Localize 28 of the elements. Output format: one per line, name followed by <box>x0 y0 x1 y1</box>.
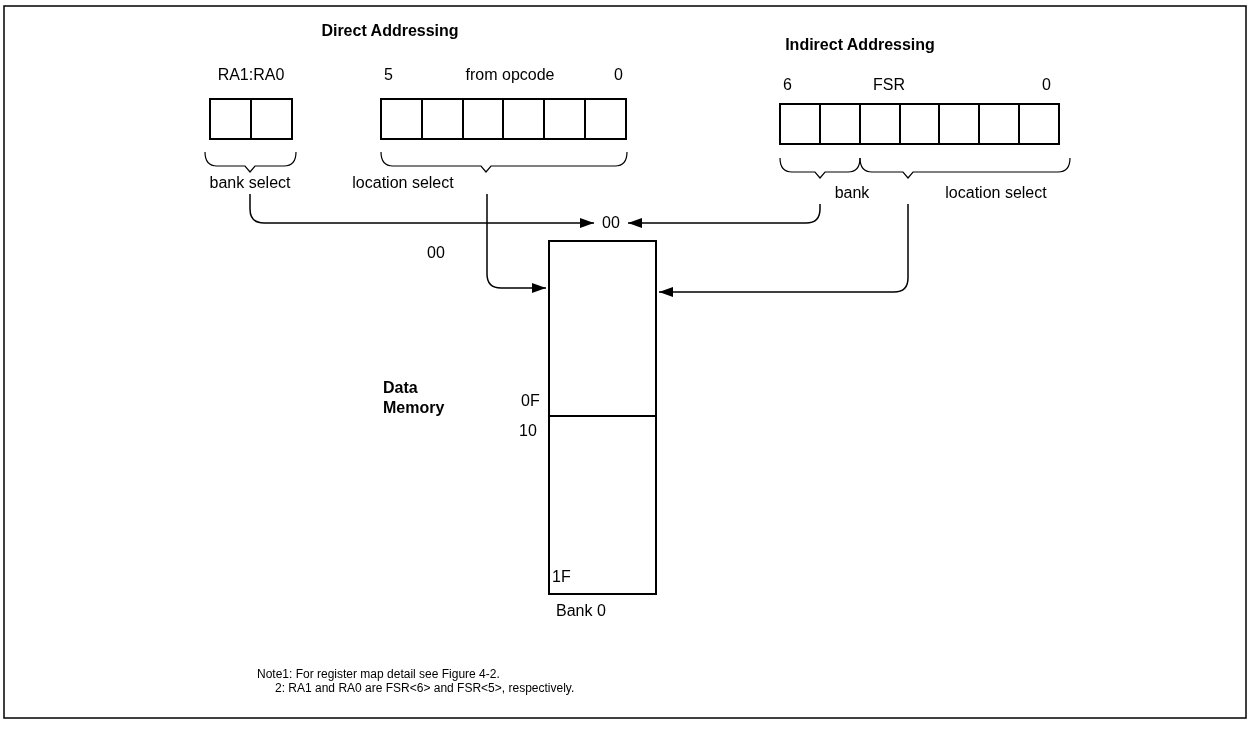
arrow <box>658 203 909 297</box>
field-label: location select <box>335 174 471 192</box>
arrow <box>249 193 595 228</box>
register-name: RA1:RA0 <box>216 66 286 84</box>
field-label: bank select <box>196 174 304 192</box>
field-label: location select <box>927 184 1065 202</box>
field-label: bank <box>829 184 875 202</box>
note-text: 2: RA1 and RA0 are FSR<6> and FSR<5>, respectively. <box>275 681 575 695</box>
arrow <box>486 193 547 293</box>
memory-section <box>548 240 657 417</box>
field-label: 00 <box>596 214 626 232</box>
address-label: 1F <box>552 568 571 586</box>
bank-label: Bank 0 <box>556 602 606 620</box>
memory-section <box>548 417 657 595</box>
bit-number: 6 <box>783 76 793 94</box>
heading: Indirect Addressing <box>784 36 936 54</box>
bit-number: 5 <box>384 66 394 84</box>
heading: Direct Addressing <box>320 22 460 40</box>
memory-title: Data Memory <box>383 378 446 418</box>
arrow <box>627 203 821 228</box>
bit-number: 0 <box>1041 76 1051 94</box>
address-label: 0F <box>521 392 540 410</box>
register-name: from opcode <box>464 66 556 84</box>
note-text: Note1: For register map detail see Figure 4-2. <box>257 667 500 681</box>
bit-number: 0 <box>613 66 623 84</box>
address-label: 10 <box>519 422 537 440</box>
address-label: 00 <box>427 244 445 262</box>
register-name: FSR <box>872 76 906 94</box>
